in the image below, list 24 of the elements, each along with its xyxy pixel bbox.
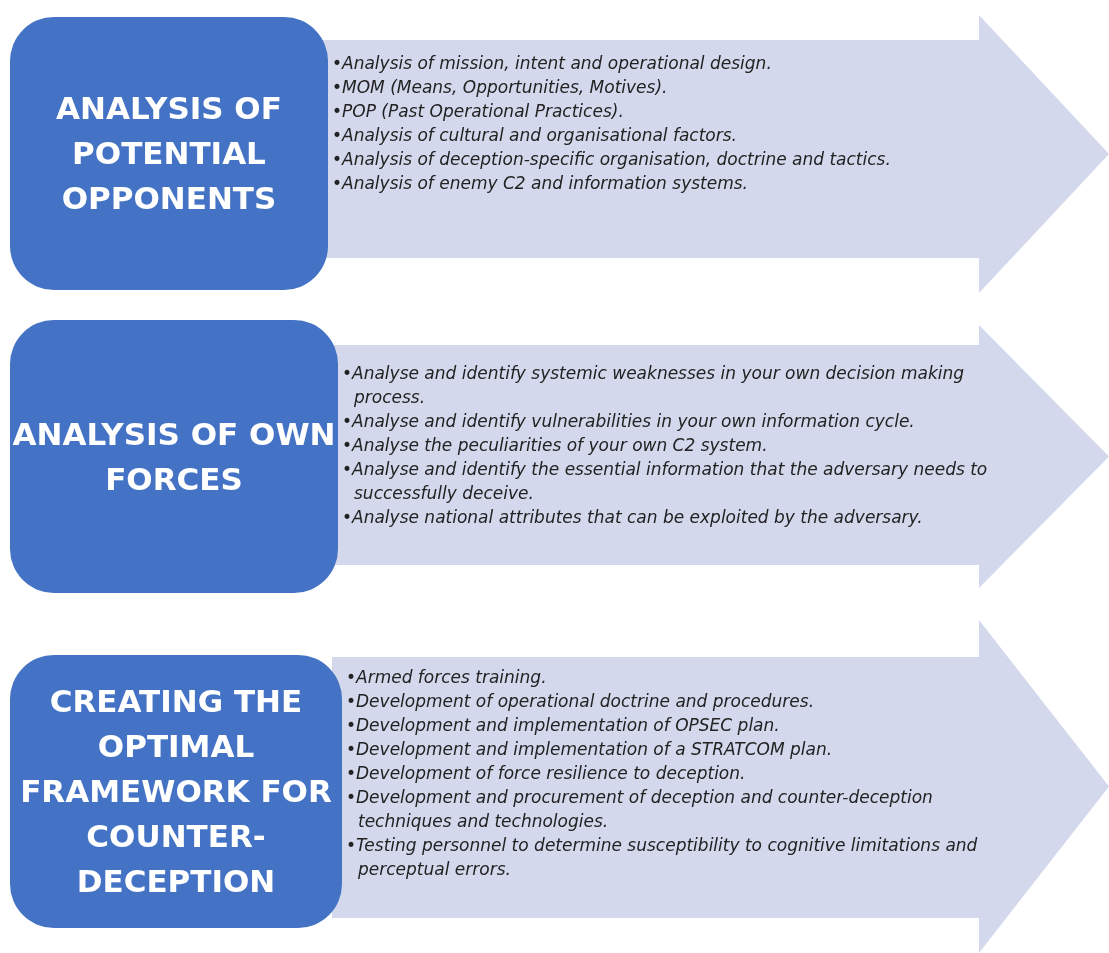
bullet-item: •Development and procurement of deception and counter-deception techniques and technologies. xyxy=(346,786,934,833)
bullet-item: •Analysis of cultural and organisational factors. xyxy=(332,124,738,147)
bullet-item: •Analyse and identify vulnerabilities in your own information cycle. xyxy=(342,410,916,433)
rounded-box xyxy=(10,655,342,928)
bullet-item: •Development and implementation of OPSEC plan. xyxy=(346,714,781,737)
rounded-box xyxy=(10,17,328,290)
bullet-item: •Analysis of enemy C2 and information systems. xyxy=(332,172,749,195)
bullet-item: •Analysis of mission, intent and operational design. xyxy=(332,52,773,75)
bullet-item: •Analysis of deception-specific organisation, doctrine and tactics. xyxy=(332,148,892,171)
bullet-item: •Analyse and identify systemic weaknesses in your own decision making process. xyxy=(342,362,966,409)
rounded-box xyxy=(10,320,338,593)
bullet-item: •Development of operational doctrine and procedures. xyxy=(346,690,816,713)
bullet-item: •Testing personnel to determine susceptibility to cognitive limitations and perceptual errors. xyxy=(346,834,979,881)
heading-text: CREATING THE OPTIMAL FRAMEWORK FOR COUNTER-DECEPTION xyxy=(19,682,333,901)
bullet-item: •Armed forces training. xyxy=(346,666,548,689)
bullet-item: •POP (Past Operational Practices). xyxy=(332,100,625,123)
bullet-item: •Analyse national attributes that can be exploited by the adversary. xyxy=(342,506,924,529)
bullet-item: •Development of force resilience to deception. xyxy=(346,762,747,785)
bullet-item: •Analyse and identify the essential information that the adversary needs to successfully deceive. xyxy=(342,458,989,505)
heading-text: ANALYSIS OF POTENTIAL OPPONENTS xyxy=(55,89,283,218)
bullet-item: •Analyse the peculiarities of your own C2 system. xyxy=(342,434,769,457)
bullet-item: •MOM (Means, Opportunities, Motives). xyxy=(332,76,669,99)
bullet-item: •Development and implementation of a STRATCOM plan. xyxy=(346,738,834,761)
heading-text: ANALYSIS OF OWN FORCES xyxy=(11,414,337,499)
